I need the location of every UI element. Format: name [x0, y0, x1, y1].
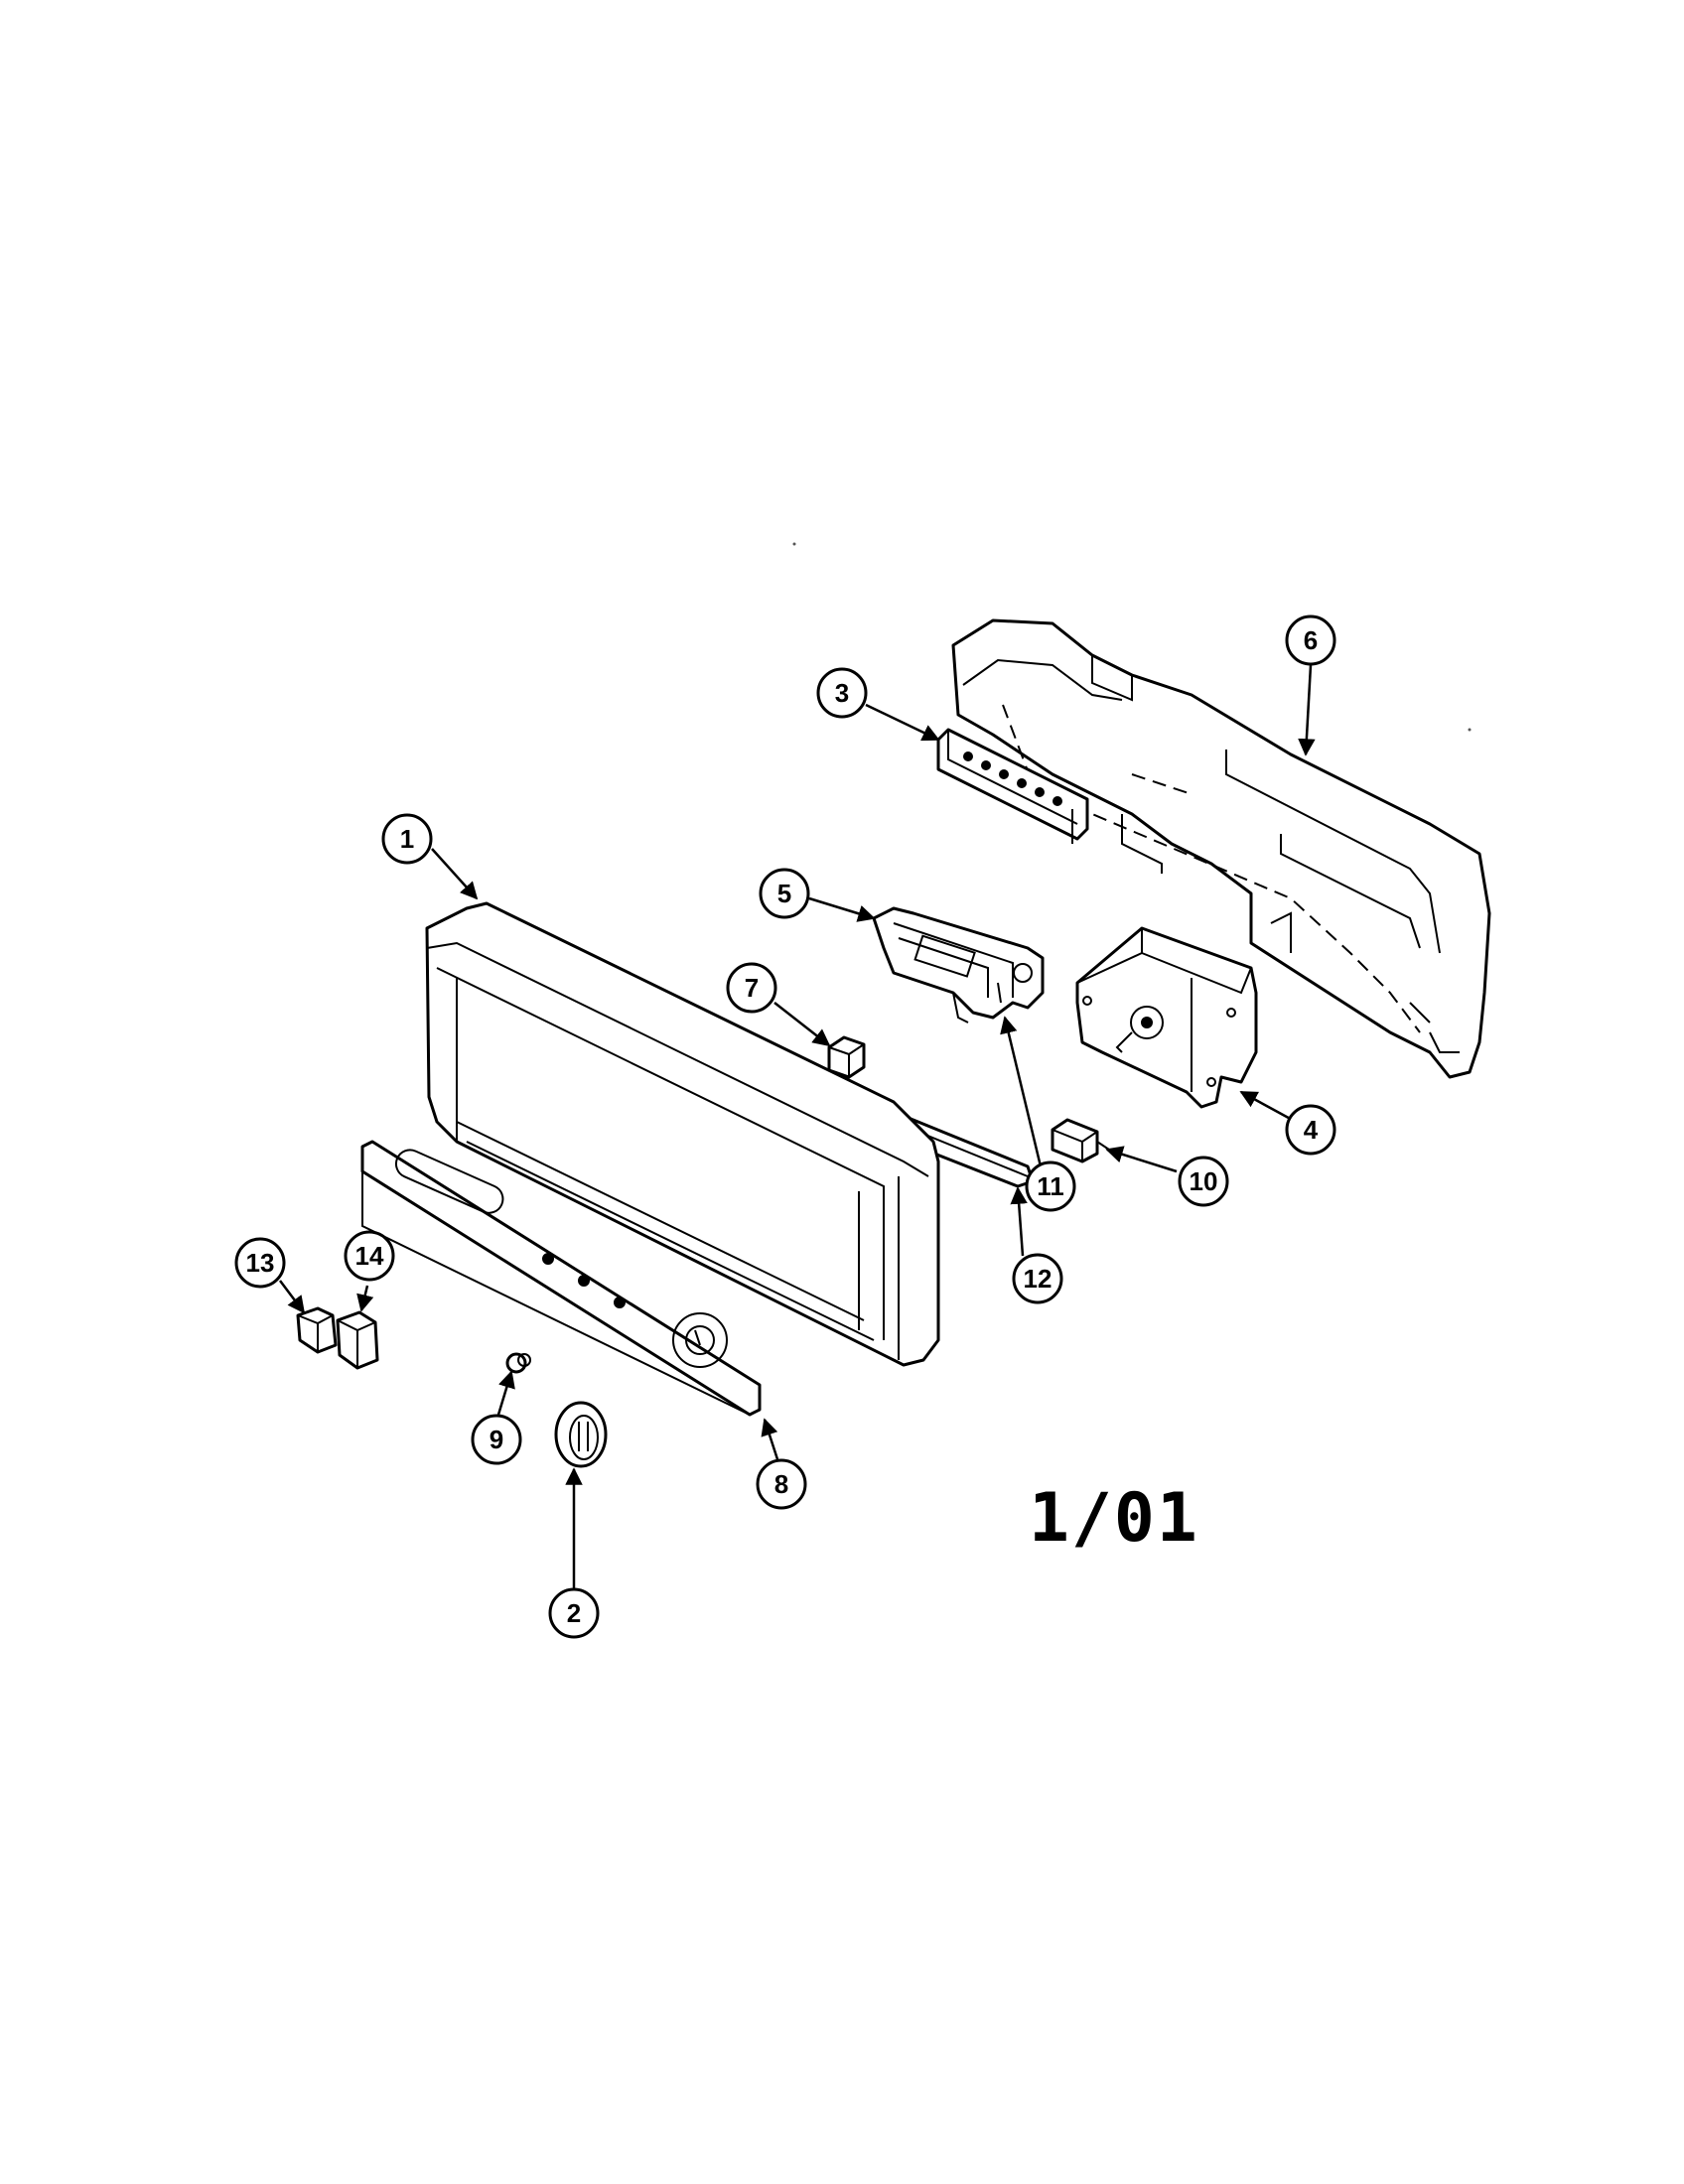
leader-9	[496, 1370, 515, 1416]
leader-5	[808, 896, 876, 922]
callout-14-label: 14	[355, 1241, 384, 1271]
callout-9-label: 9	[490, 1425, 503, 1454]
leader-10	[1105, 1146, 1178, 1173]
leader-13	[279, 1280, 306, 1314]
callout-7: 7	[726, 962, 777, 1014]
callout-8: 8	[756, 1458, 807, 1510]
callout-5: 5	[759, 868, 810, 919]
part-5-bracket-assembly	[872, 906, 1045, 1024]
leader-4	[1239, 1090, 1297, 1124]
callout-1-label: 1	[400, 824, 414, 854]
part-7-small-switch	[827, 1035, 866, 1079]
scan-speck	[792, 542, 796, 546]
leader-7	[773, 1002, 831, 1047]
part-9-indicator	[505, 1352, 531, 1374]
callout-2-label: 2	[567, 1598, 581, 1628]
callout-10: 10	[1178, 1156, 1229, 1207]
callout-3: 3	[816, 667, 868, 719]
leader-lines	[279, 664, 1316, 1588]
callout-5-label: 5	[777, 879, 791, 908]
callout-9: 9	[471, 1414, 522, 1465]
leader-6	[1298, 664, 1316, 756]
callout-12: 12	[1012, 1253, 1063, 1304]
part-6-rear-housing	[951, 618, 1491, 1079]
callout-6: 6	[1285, 614, 1336, 666]
leader-1	[431, 848, 479, 900]
callout-4-label: 4	[1304, 1115, 1319, 1145]
callout-10-label: 10	[1190, 1166, 1218, 1196]
callout-2: 2	[548, 1587, 600, 1639]
callout-13-label: 13	[246, 1248, 275, 1278]
callout-1: 1	[381, 813, 433, 865]
scan-speck	[1468, 728, 1472, 732]
leader-8	[761, 1418, 779, 1460]
leader-3	[865, 703, 940, 742]
callout-11-label: 11	[1037, 1171, 1064, 1201]
part-13-button-cap	[296, 1306, 338, 1354]
callout-13: 13	[234, 1237, 286, 1289]
callout-7-label: 7	[745, 973, 759, 1003]
part-4-timer-motor	[1075, 926, 1258, 1109]
callout-12-label: 12	[1024, 1264, 1052, 1294]
callout-8-label: 8	[774, 1469, 788, 1499]
callout-4: 4	[1285, 1104, 1336, 1156]
revision-code: 1/01	[1029, 1479, 1199, 1558]
callout-11: 11	[1025, 1160, 1076, 1212]
leader-14	[356, 1285, 374, 1312]
part-14-button	[336, 1310, 379, 1370]
part-8-overlay	[360, 1140, 762, 1417]
callout-6-label: 6	[1304, 625, 1318, 655]
part-3-terminal-block	[936, 728, 1089, 844]
part-10-micro-switch	[1051, 1118, 1113, 1163]
callout-14: 14	[344, 1230, 395, 1282]
part-2-knob	[554, 1401, 608, 1468]
callout-3-label: 3	[835, 678, 849, 708]
leader-11	[1000, 1016, 1043, 1167]
leader-12	[1010, 1186, 1028, 1257]
part-1-control-panel	[425, 901, 940, 1367]
